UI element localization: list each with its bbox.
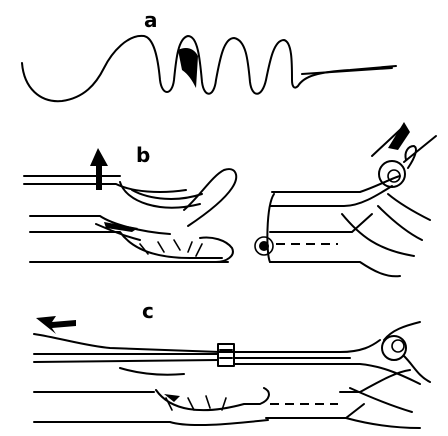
right-c-4 bbox=[346, 418, 420, 428]
suture-lines-3 bbox=[34, 360, 218, 362]
tissue-c-lower-2 bbox=[34, 420, 268, 425]
right-layer-4 bbox=[270, 262, 400, 276]
needle-end bbox=[302, 68, 392, 74]
pull-left-arrow-icon bbox=[36, 316, 76, 334]
suture-lines bbox=[34, 334, 380, 352]
tissue-layer-upper-2 bbox=[24, 184, 186, 192]
needle-suture-loops bbox=[22, 36, 396, 101]
panel-c: c bbox=[34, 299, 430, 428]
panel-b: b bbox=[24, 122, 436, 276]
knot-spiral-outer bbox=[379, 161, 405, 187]
suture-lines-5 bbox=[234, 364, 420, 384]
right-layer-6 bbox=[378, 206, 422, 240]
right-layer-5 bbox=[342, 214, 414, 256]
knot-block bbox=[218, 344, 234, 366]
right-layer-2 bbox=[270, 186, 392, 206]
knot-coil-c-inner bbox=[392, 340, 404, 352]
pull-out-arrow-icon bbox=[372, 122, 410, 156]
right-layer-7 bbox=[388, 194, 430, 220]
panel-a-label: a bbox=[144, 8, 158, 32]
panel-a: a bbox=[22, 8, 396, 101]
right-c-2 bbox=[266, 404, 364, 418]
panel-c-label: c bbox=[142, 299, 154, 323]
tissue-curve-upper bbox=[120, 368, 184, 375]
suture-tail bbox=[404, 136, 436, 168]
stitch-marks bbox=[140, 240, 202, 256]
knot-segment bbox=[178, 48, 198, 88]
bowl-shape bbox=[120, 182, 200, 208]
panel-b-label: b bbox=[136, 143, 150, 167]
